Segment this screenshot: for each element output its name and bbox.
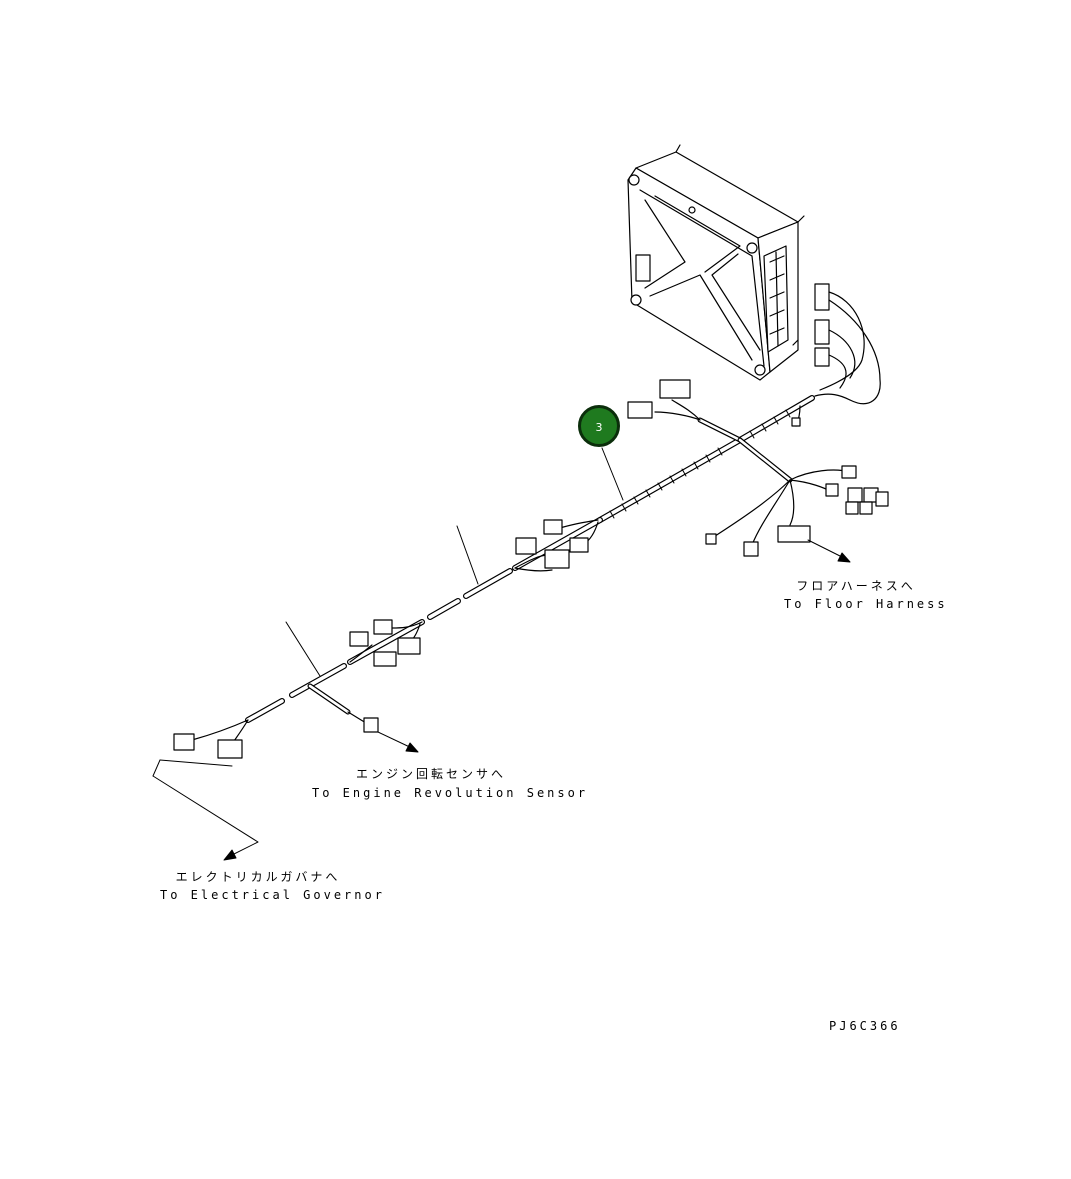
controller-unit xyxy=(627,144,805,381)
part-callout-3[interactable]: 3 xyxy=(578,405,620,447)
governor-label-ja: エレクトリカルガバナへ xyxy=(175,870,341,884)
main-harness xyxy=(173,379,889,759)
engine-sensor-label-ja: エンジン回転センサへ xyxy=(355,767,506,781)
floor-harness-label-en: To Floor Harness xyxy=(784,597,948,611)
governor-label-en: To Electrical Governor xyxy=(160,888,385,902)
engine-sensor-label-en: To Engine Revolution Sensor xyxy=(312,786,589,800)
callout-number: 3 xyxy=(595,421,603,434)
drawing-id: PJ6C366 xyxy=(829,1019,901,1033)
controller-side-connectors xyxy=(814,283,881,405)
floor-harness-label-ja: フロアハーネスへ xyxy=(796,579,916,593)
leader-lines xyxy=(152,447,851,861)
